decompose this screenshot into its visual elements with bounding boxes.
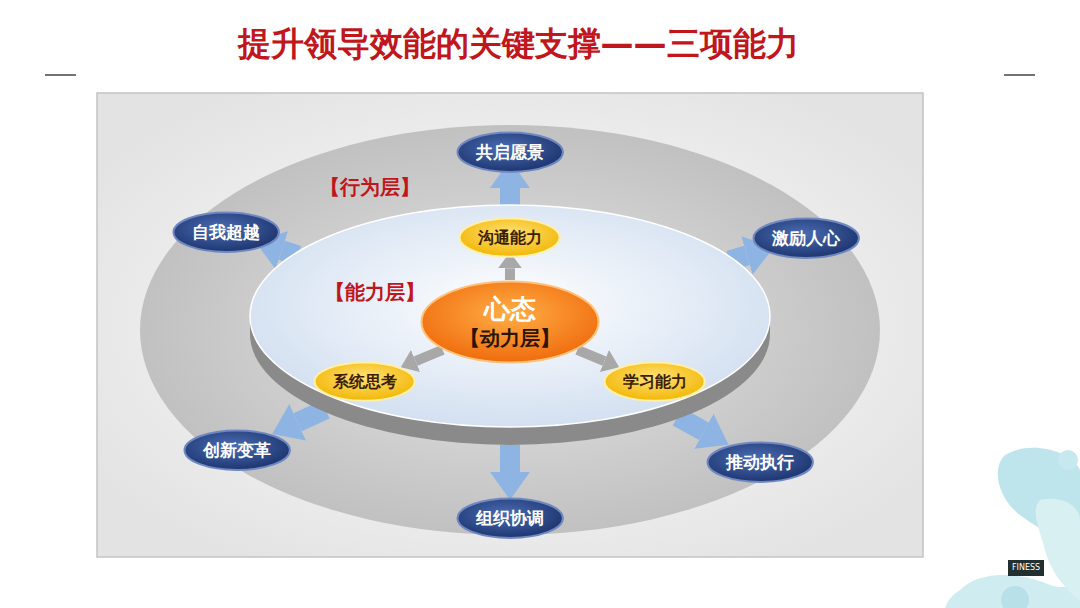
- behavior-ellipse: 组织协调: [456, 497, 564, 539]
- node-text: 学习能力: [623, 372, 687, 391]
- mindset-text: 心态: [484, 294, 536, 325]
- node-text: 系统思考: [333, 372, 397, 391]
- connector-arrow: [500, 188, 520, 205]
- node-text: 创新变革: [203, 440, 271, 460]
- behavior-ellipse: 激励人心: [752, 217, 860, 259]
- connector-arrow: [505, 268, 515, 280]
- rule-line: [45, 74, 76, 76]
- node-text: 共启愿景: [476, 142, 544, 162]
- title: 提升领导效能的关键支撑——三项能力: [0, 24, 1036, 64]
- behavior-layer-ellipse: 共启愿景自我超越 激励人心 沟通能力心态【动力层】系统思考 学习能力 【能力层】创新变革…: [140, 125, 880, 535]
- watermark-text: FINESS: [1008, 560, 1044, 576]
- rule-line: [1004, 74, 1035, 76]
- connector-arrow: [677, 417, 703, 432]
- mindset-text: 【动力层】: [460, 326, 560, 350]
- ability-ellipse: 学习能力: [603, 361, 706, 402]
- behavior-ellipse: 自我超越: [172, 211, 280, 253]
- connector-arrow: [416, 350, 443, 361]
- ability-ellipse: 沟通能力: [458, 217, 561, 258]
- node-text: 沟通能力: [478, 228, 542, 247]
- node-text: 自我超越: [192, 222, 260, 242]
- connector-arrow: [298, 410, 326, 423]
- watercolor: [945, 448, 1080, 608]
- layer-label: 【行为层】: [320, 175, 420, 199]
- node-text: 组织协调: [476, 508, 544, 528]
- connector-arrow: [577, 350, 604, 361]
- behavior-ellipse: 共启愿景: [456, 131, 564, 173]
- ability-layer-disc: 沟通能力心态【动力层】系统思考 学习能力 【能力层】: [250, 205, 770, 445]
- ability-ellipse: 系统思考: [313, 361, 416, 402]
- behavior-ellipse: 创新变革: [183, 429, 291, 471]
- mindset-ellipse: 心态【动力层】: [420, 280, 600, 364]
- connector-arrow: [500, 445, 520, 472]
- node-text: 推动执行: [726, 452, 794, 472]
- behavior-ellipse: 推动执行: [706, 441, 814, 483]
- node-text: 激励人心: [772, 228, 840, 248]
- frame: [97, 93, 923, 557]
- layer-label: 【能力层】: [325, 280, 425, 304]
